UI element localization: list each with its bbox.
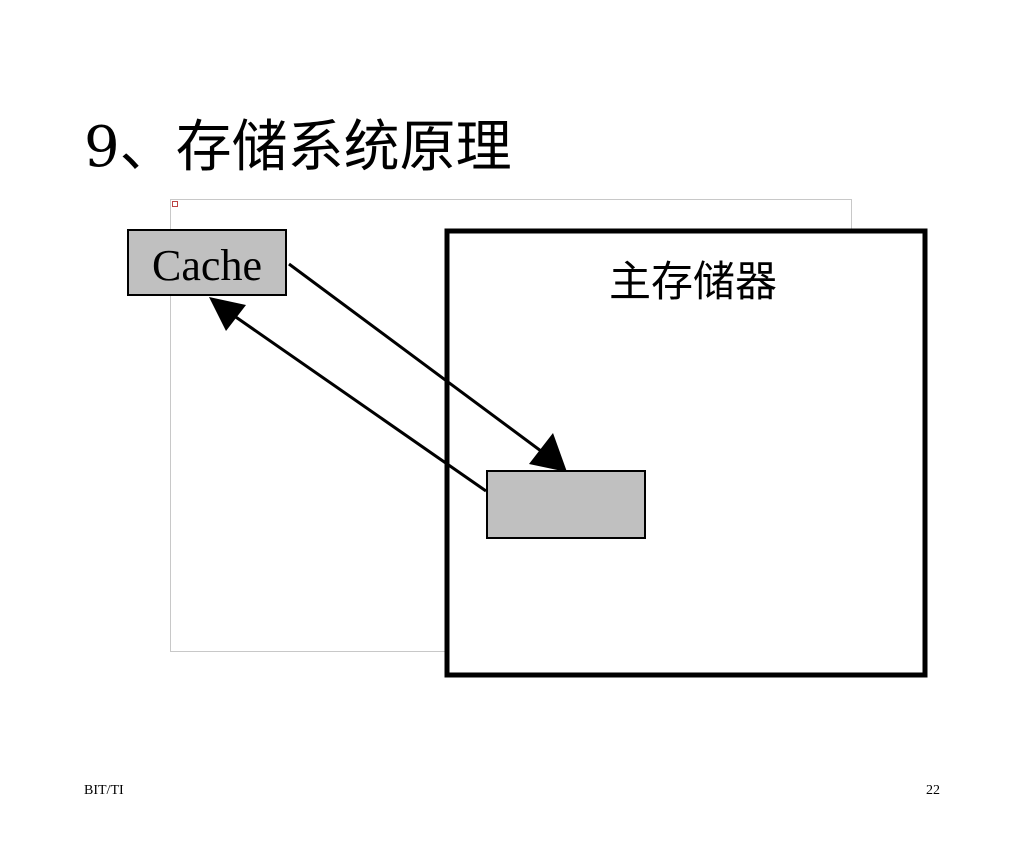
page-number: 22 xyxy=(926,783,940,798)
slide-title: 9、存储系统原理 xyxy=(84,115,512,180)
embedded-object-icon xyxy=(172,201,178,207)
main-memory-label: 主存储器 xyxy=(608,257,777,306)
cache-label: Cache xyxy=(152,241,262,290)
cache-to-memory-arrow-line xyxy=(288,262,546,456)
memory-to-cache-arrow-line xyxy=(229,311,487,493)
main-memory-box xyxy=(444,228,928,678)
memory-to-cache-arrowhead xyxy=(209,297,246,331)
memory-block xyxy=(486,470,646,539)
cache-box xyxy=(127,229,287,296)
footer-org-label: BIT/TI xyxy=(84,783,124,798)
cache-to-memory-arrowhead xyxy=(529,433,567,472)
